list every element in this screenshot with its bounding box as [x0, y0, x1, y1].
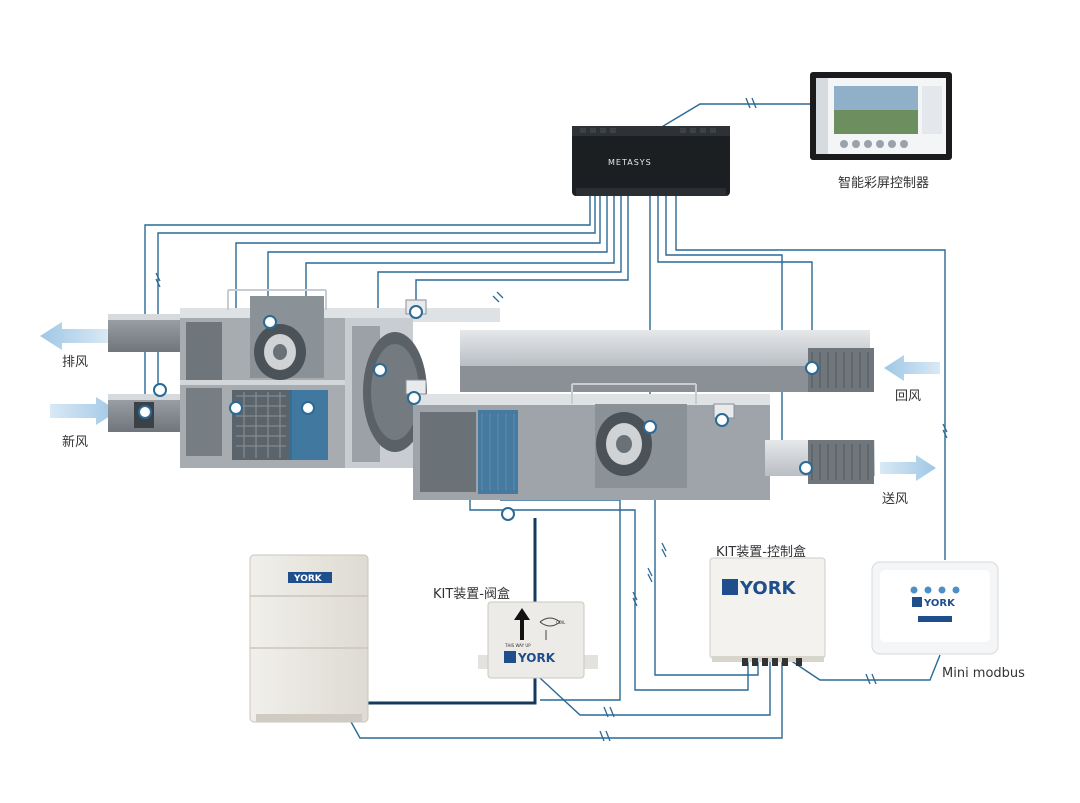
kit-control-box: YORK: [709, 557, 826, 666]
airflow-arrows: [40, 322, 940, 481]
kit-valve-box: THIS WAY UP COIL YORK: [478, 601, 598, 679]
wire-fresh-damper: [157, 195, 596, 385]
return-duct: [460, 330, 870, 366]
mini-modbus-label: Mini modbus: [942, 666, 1025, 681]
main-pipe: [368, 518, 537, 705]
control-york-logo: YORK: [739, 578, 797, 599]
exhaust-arrow-icon: [40, 322, 108, 350]
wire-mini-modbus: [675, 195, 946, 560]
control-box-label: KIT装置-控制盒: [716, 545, 806, 560]
wire-controller-screen: [659, 103, 810, 129]
mini-modbus-device: YORK: [871, 561, 999, 655]
exhaust-fan-icon: [227, 289, 327, 380]
touch-screen-controller[interactable]: [810, 72, 952, 160]
svg-text:COIL: COIL: [556, 620, 566, 625]
supply-air-label: 送风: [882, 492, 909, 507]
metasys-controller[interactable]: METASYS: [572, 126, 730, 196]
supply-arrow-icon: [880, 455, 936, 481]
wire-exhaust-fan: [267, 195, 608, 322]
connection-nodes: [138, 305, 819, 521]
wire-valve-return: [539, 660, 771, 716]
break-marks: [155, 97, 948, 742]
fresh-air-label: 新风: [62, 435, 89, 450]
svg-text:THIS WAY UP: THIS WAY UP: [504, 643, 531, 648]
exhaust-air-label: 排风: [62, 355, 89, 370]
outdoor-york-logo: YORK: [293, 574, 323, 584]
supply-fan-icon: [571, 383, 697, 488]
return-air-label: 回风: [895, 389, 922, 404]
filter-panel: [232, 390, 292, 460]
fresh-arrow-icon: [50, 397, 118, 425]
wire-control-supplyfan: [654, 430, 759, 676]
modbus-york-logo: YORK: [923, 598, 956, 609]
york-outdoor-unit: YORK: [249, 554, 369, 723]
wire-return-sensor: [657, 195, 813, 366]
valve-box-label: KIT装置-阀盒: [433, 587, 510, 602]
return-arrow-icon: [884, 355, 940, 381]
metasys-brand: METASYS: [608, 158, 652, 167]
heat-exchanger-panel: [290, 390, 328, 460]
valve-york-logo: YORK: [517, 651, 556, 665]
screen-controller-label: 智能彩屏控制器: [838, 176, 930, 191]
wire-valve-loop: [469, 455, 749, 691]
wire-control-outdoor: [349, 660, 783, 739]
air-handling-unit: [108, 289, 875, 500]
exhaust-duct: [108, 318, 186, 352]
wire-top-sensor: [415, 195, 629, 308]
